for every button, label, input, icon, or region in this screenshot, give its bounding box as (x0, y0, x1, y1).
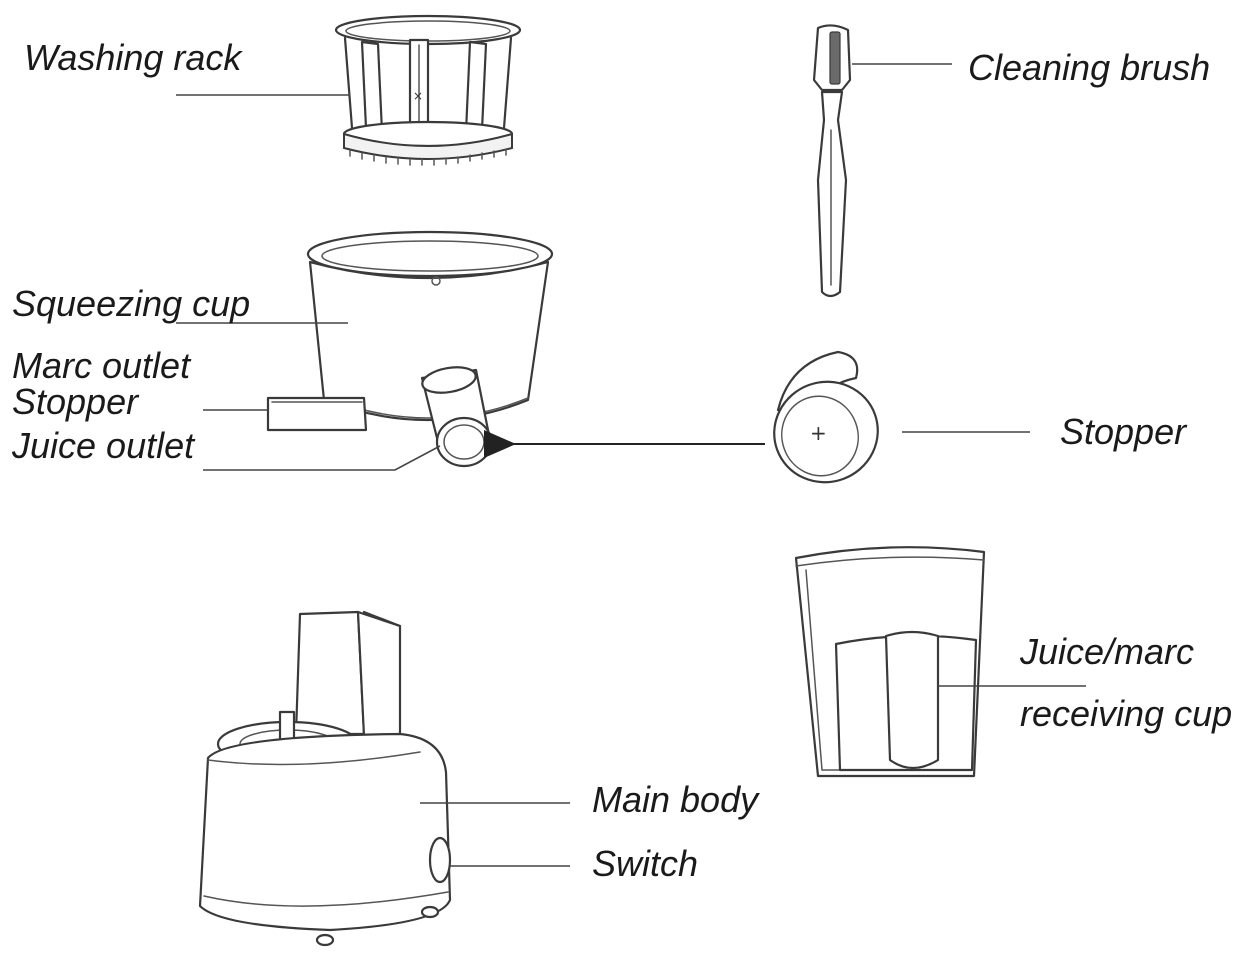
label-stopper-right: Stopper (1060, 411, 1187, 452)
label-receiving-cup-line1: Juice/marc (1020, 631, 1195, 672)
label-squeezing-cup: Squeezing cup (12, 283, 251, 324)
svg-text:+: + (810, 421, 827, 445)
juice-outlet-leader (203, 445, 441, 471)
label-washing-rack: Washing rack (24, 37, 242, 78)
washing-rack-illustration: × (334, 14, 522, 166)
label-marc-outlet: Marc outlet (12, 345, 191, 386)
stopper-illustration: + (773, 350, 879, 484)
label-cleaning-brush: Cleaning brush (968, 47, 1211, 88)
squeezing-cup-illustration (266, 230, 554, 468)
label-stopper-left: Stopper (12, 381, 139, 422)
label-juice-outlet: Juice outlet (12, 425, 195, 466)
label-receiving-cup-line2: receiving cup (1020, 693, 1233, 734)
svg-text:×: × (413, 89, 423, 103)
label-main-body: Main body (592, 779, 759, 820)
cleaning-brush-illustration (812, 24, 852, 298)
main-body-illustration (198, 610, 452, 947)
receiving-cup-illustration (794, 546, 986, 778)
label-switch: Switch (592, 843, 699, 884)
